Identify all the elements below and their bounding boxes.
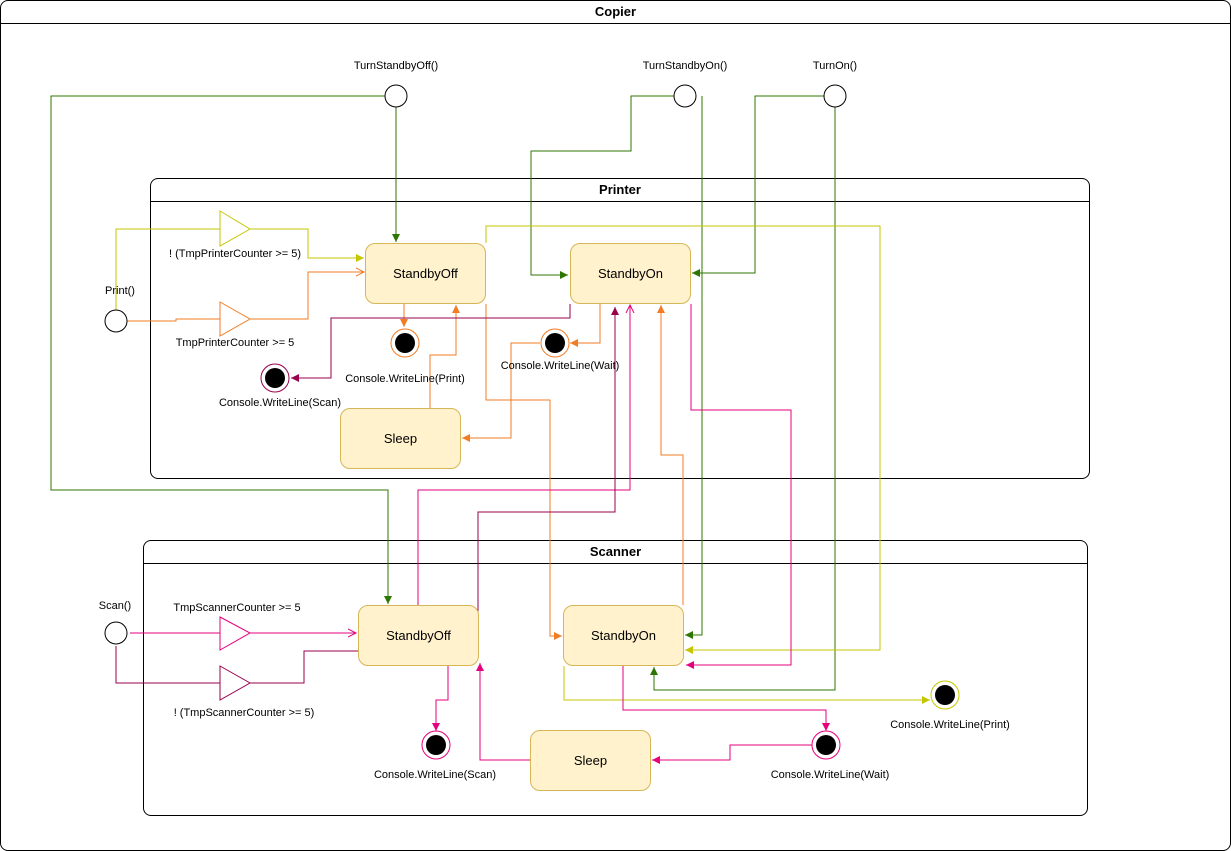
printer-final-scan (260, 363, 290, 393)
printer-standbyon-state[interactable]: StandbyOn (570, 243, 691, 304)
scanner-guard-not-label: ! (TmpScannerCounter >= 5) (173, 707, 315, 719)
scan-initial (104, 621, 128, 645)
turnstandbyon-initial (673, 84, 697, 108)
turnstandbyon-label: TurnStandbyOn() (642, 60, 728, 72)
printer-sleep-state[interactable]: Sleep (340, 408, 461, 469)
final-wait-to-sleep (462, 342, 540, 442)
print-trigger-label: Print() (105, 285, 135, 297)
scanner-final-scan-label: Console.WriteLine(Scan) (373, 769, 497, 781)
printer-final-print (390, 328, 420, 358)
turnstandbyon-to-printer-standbyon (530, 95, 674, 279)
printer-final-print-label: Console.WriteLine(Print) (345, 373, 465, 385)
scanner-guard-not-triangle (219, 665, 252, 701)
printer-guard-not-label: ! (TmpPrinterCounter >= 5) (168, 248, 302, 260)
printer-standbyoff-label: StandbyOff (393, 266, 458, 281)
scanner-standbyoff-label: StandbyOff (386, 628, 451, 643)
scanner-final-wait-label: Console.WriteLine(Wait) (770, 769, 890, 781)
standbyon-to-final-wait (570, 304, 601, 347)
scanner-final-print (930, 680, 960, 710)
print-to-guard (127, 318, 220, 322)
printer-standbyon-to-scanner-standbyon (686, 304, 792, 669)
turnstandbyoff-label: TurnStandbyOff() (353, 60, 439, 72)
turnon-initial (823, 84, 847, 108)
printer-standbyon-label: StandbyOn (597, 266, 664, 281)
scanner-standbyoff-to-printer-standbyon (477, 307, 619, 636)
print-initial (104, 309, 128, 333)
scanner-standbyon-to-printer-standbyon (657, 305, 684, 605)
scanner-standbyoff-to-final-scan (432, 666, 449, 731)
guard-not-to-scanner-standbyoff (250, 650, 358, 684)
printer-title: Printer (151, 179, 1089, 202)
scanner-standbyon-to-final-print (563, 666, 930, 704)
printer-guard-triangle (219, 301, 252, 337)
printer-sleep-label: Sleep (383, 431, 418, 446)
sleep-to-scanner-standbyoff (476, 663, 530, 761)
scanner-standbyon-label: StandbyOn (590, 628, 657, 643)
printer-standbyon-to-final-scan (291, 304, 571, 382)
turnon-to-scanner-standbyon (650, 107, 836, 691)
printer-final-wait (540, 328, 570, 358)
printer-final-wait-label: Console.WriteLine(Wait) (500, 360, 620, 372)
scanner-final-scan (421, 730, 451, 760)
turnstandbyoff-to-scanner-standbyoff (50, 95, 392, 604)
sleep-to-standbyoff (429, 305, 460, 408)
printer-standbyoff-to-scanner-standbyon (485, 225, 881, 654)
printer-standbyoff-to-scanner-standbyon-2 (485, 304, 562, 640)
scanner-final-wait (811, 730, 841, 760)
scan-to-guard-not (115, 646, 220, 684)
final-wait-to-sleep (652, 744, 812, 764)
scanner-title: Scanner (144, 541, 1087, 564)
printer-guard-not-triangle (219, 210, 251, 247)
printer-final-scan-label: Console.WriteLine(Scan) (218, 397, 342, 409)
turnon-to-printer-standbyon (692, 95, 824, 277)
scanner-standbyoff-state[interactable]: StandbyOff (358, 605, 479, 666)
scanner-guard-triangle (219, 616, 252, 651)
copier-title: Copier (1, 1, 1230, 24)
scanner-sleep-state[interactable]: Sleep (530, 730, 651, 791)
scanner-standbyoff-to-printer-standbyon (417, 305, 630, 605)
print-to-guard-not (115, 228, 220, 310)
turnon-label: TurnOn() (812, 60, 858, 72)
turnstandbyoff-initial (384, 84, 408, 108)
guard-not-to-standbyoff (250, 228, 364, 262)
printer-standbyoff-state[interactable]: StandbyOff (365, 243, 486, 304)
printer-guard-label: TmpPrinterCounter >= 5 (175, 337, 295, 349)
printer-frame: Printer (150, 178, 1090, 479)
scanner-standbyon-state[interactable]: StandbyOn (563, 605, 684, 666)
scanner-guard-label: TmpScannerCounter >= 5 (173, 602, 301, 614)
turnstandbyon-to-scanner-standbyon (685, 96, 703, 639)
scanner-final-print-label: Console.WriteLine(Print) (890, 719, 1010, 731)
scan-trigger-label: Scan() (98, 600, 132, 612)
guard-to-standbyoff (250, 272, 364, 320)
scanner-sleep-label: Sleep (573, 753, 608, 768)
scanner-standbyon-to-final-wait (622, 666, 830, 731)
